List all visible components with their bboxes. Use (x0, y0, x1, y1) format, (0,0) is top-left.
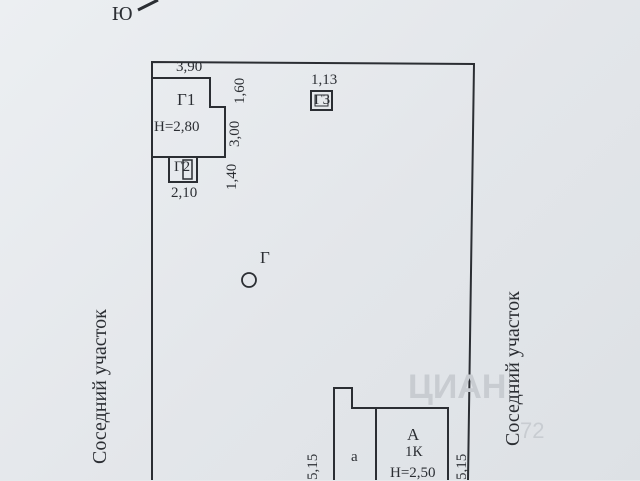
building-g1-outline (151, 77, 226, 158)
dimension-g1-height: 3,00 (227, 120, 243, 147)
dimension-house-right: 5,15 (454, 453, 470, 480)
dimension-g2-width: 2,10 (171, 185, 198, 201)
building-g1-ceiling: Н=2,80 (154, 119, 200, 135)
building-g3-inner (314, 94, 329, 107)
dimension-g3-size: 1,13 (311, 72, 338, 88)
annex-label: а (351, 449, 358, 465)
watermark-brand: ЦИАН (408, 368, 507, 406)
house-a-outline (333, 387, 449, 480)
north-marker-label: Ю (112, 3, 133, 25)
dimension-house-left: 5,15 (305, 453, 321, 480)
house-ceiling: Н=2,50 (390, 465, 436, 481)
yard-label: Г (260, 248, 270, 267)
left-neighbor-label: Соседний участок (89, 309, 111, 464)
dimension-top-width: 3,90 (176, 59, 203, 75)
plot-boundary (151, 60, 476, 480)
building-g3-label: Г3 (314, 92, 331, 108)
building-g2-inner (182, 159, 193, 180)
building-g2-label: Г2 (174, 159, 191, 175)
north-arrow-line (137, 0, 159, 12)
building-g3-outline (310, 90, 333, 111)
building-g1-label: Г1 (177, 90, 196, 109)
building-g2-outline (168, 156, 198, 183)
dimension-g1-right-height: 1,60 (232, 77, 248, 104)
watermark-number: 72 (520, 418, 545, 443)
yard-marker (241, 272, 257, 288)
house-label: А (407, 425, 420, 444)
dimension-g2-height: 1,40 (224, 163, 240, 190)
house-rooms: 1К (405, 444, 423, 460)
